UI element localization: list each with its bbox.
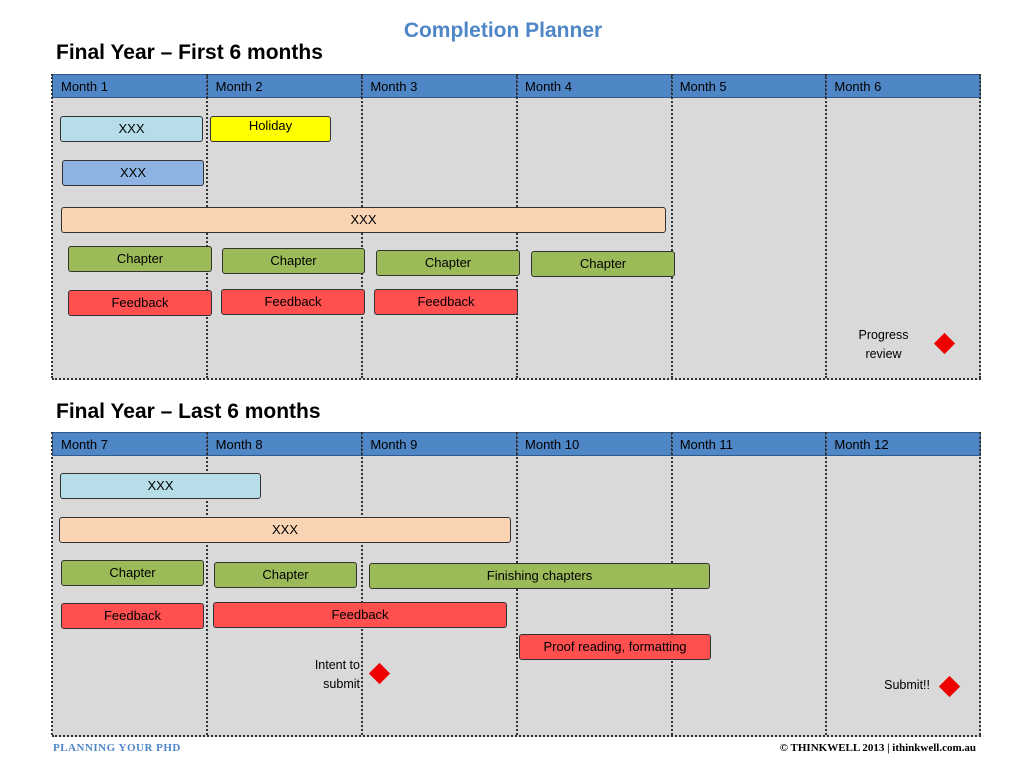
task-bar-chapter[interactable]: Chapter <box>68 246 212 272</box>
milestone-label-intent-to-submit: Intent to submit <box>282 656 360 694</box>
task-bar-feedback[interactable]: Feedback <box>213 602 507 628</box>
task-bar-chapter[interactable]: Chapter <box>61 560 204 586</box>
task-bar-xxx[interactable]: XXX <box>60 473 261 499</box>
month-divider <box>979 432 981 735</box>
milestone-label-line: Progress <box>858 328 909 342</box>
task-bar-xxx[interactable]: XXX <box>61 207 666 233</box>
footer-copyright: © THINKWELL 2013 | ithinkwell.com.au <box>779 742 976 754</box>
month-divider <box>979 74 981 378</box>
task-bar-feedback[interactable]: Feedback <box>61 603 204 629</box>
month-divider <box>206 432 208 735</box>
month-divider <box>51 74 53 378</box>
timeline-panel-first-6-months: Month 1 Month 2 Month 3 Month 4 Month 5 … <box>51 74 981 380</box>
month-divider <box>825 74 827 378</box>
month-header-9: Month 9 <box>361 433 516 455</box>
task-bar-holiday[interactable]: Holiday <box>210 116 331 142</box>
milestone-diamond-icon[interactable] <box>933 332 956 355</box>
section-title-first-6-months: Final Year – First 6 months <box>56 41 323 64</box>
task-bar-chapter[interactable]: Chapter <box>222 248 365 274</box>
month-divider <box>51 432 53 735</box>
task-bar-xxx[interactable]: XXX <box>59 517 511 543</box>
task-bar-xxx[interactable]: XXX <box>62 160 204 186</box>
timeline-panel-last-6-months: Month 7 Month 8 Month 9 Month 10 Month 1… <box>51 432 981 737</box>
month-header-8: Month 8 <box>206 433 362 455</box>
month-header-12: Month 12 <box>825 433 980 455</box>
section-title-last-6-months: Final Year – Last 6 months <box>56 400 321 423</box>
milestone-label-submit: Submit!! <box>852 676 930 695</box>
milestone-label-line: review <box>865 347 902 361</box>
month-header-2: Month 2 <box>206 75 362 97</box>
month-header-7: Month 7 <box>61 437 108 452</box>
task-bar-feedback[interactable]: Feedback <box>221 289 365 315</box>
month-header-4: Month 4 <box>516 75 671 97</box>
month-header-11: Month 11 <box>670 433 826 455</box>
milestone-label-line: submit <box>323 677 360 691</box>
milestone-diamond-icon[interactable] <box>368 662 391 685</box>
page-title: Completion Planner <box>403 19 603 42</box>
task-bar-chapter[interactable]: Chapter <box>376 250 520 276</box>
month-header-6: Month 6 <box>825 75 980 97</box>
month-divider <box>361 432 363 735</box>
milestone-label-line: Submit!! <box>884 678 930 692</box>
month-divider <box>671 74 673 378</box>
task-bar-feedback[interactable]: Feedback <box>374 289 518 315</box>
footer-brand: PLANNING YOUR PHD <box>53 742 181 754</box>
milestone-diamond-icon[interactable] <box>938 675 961 698</box>
milestone-label-progress-review: Progress review <box>842 326 925 364</box>
milestone-label-line: Intent to <box>314 658 360 672</box>
task-bar-chapter[interactable]: Chapter <box>214 562 357 588</box>
month-header-10: Month 10 <box>516 433 671 455</box>
task-bar-xxx[interactable]: XXX <box>60 116 203 142</box>
month-header-5: Month 5 <box>670 75 826 97</box>
task-bar-chapter[interactable]: Chapter <box>531 251 675 277</box>
task-bar-proof-reading[interactable]: Proof reading, formatting <box>519 634 711 660</box>
task-bar-feedback[interactable]: Feedback <box>68 290 212 316</box>
month-header-1: Month 1 <box>61 79 108 94</box>
month-divider <box>825 432 827 735</box>
month-header-3: Month 3 <box>361 75 516 97</box>
task-bar-finishing-chapters[interactable]: Finishing chapters <box>369 563 710 589</box>
